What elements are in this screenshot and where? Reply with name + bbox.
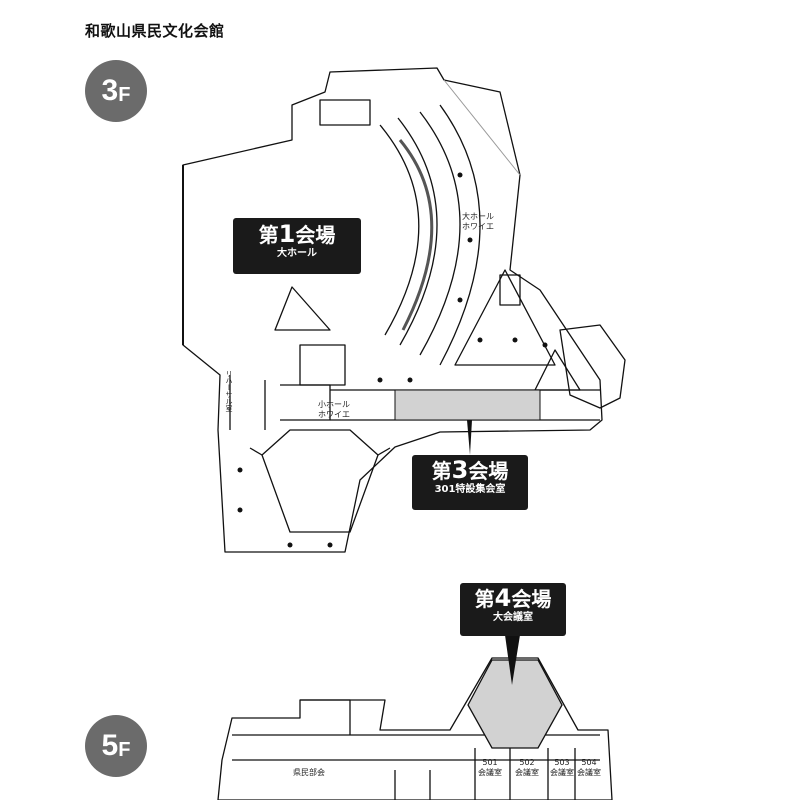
pointer-arrow-3 xyxy=(467,420,472,455)
venue-title: 第3会場 xyxy=(431,456,509,484)
hall-outline-3f xyxy=(182,67,603,553)
floor-suffix: F xyxy=(118,738,131,761)
map-title: 和歌山県民文化会館 xyxy=(85,22,225,40)
room-301-highlight xyxy=(394,389,541,421)
venue-room-name: 301特設集会室 xyxy=(434,484,506,495)
small-hall-foyer-label: 小ホールホワイエ xyxy=(318,400,350,419)
venue-room-name: 大ホール xyxy=(277,248,317,259)
floor-number: 5 xyxy=(101,729,119,762)
pointer-arrow-4 xyxy=(505,635,520,685)
large-conf-highlight xyxy=(467,659,563,749)
venue-title: 第4会場 xyxy=(474,584,552,612)
venue-label-4: 第4会場 大会議室 xyxy=(460,583,566,636)
hall-outline-5f xyxy=(217,657,613,800)
rehearsal-room-label: リハーサル室 xyxy=(225,370,233,412)
venue-label-1: 第1会場 大ホール xyxy=(233,218,361,274)
big-hall-foyer-label: 大ホールホワイエ xyxy=(462,212,494,231)
floor-suffix: F xyxy=(118,83,131,106)
pref-room-label: 県民部会 xyxy=(293,768,325,777)
floor-number: 3 xyxy=(101,74,119,107)
venue-room-name: 大会議室 xyxy=(493,612,533,623)
venue-label-3: 第3会場 301特設集会室 xyxy=(412,455,528,510)
venue-title: 第1会場 xyxy=(258,220,336,248)
